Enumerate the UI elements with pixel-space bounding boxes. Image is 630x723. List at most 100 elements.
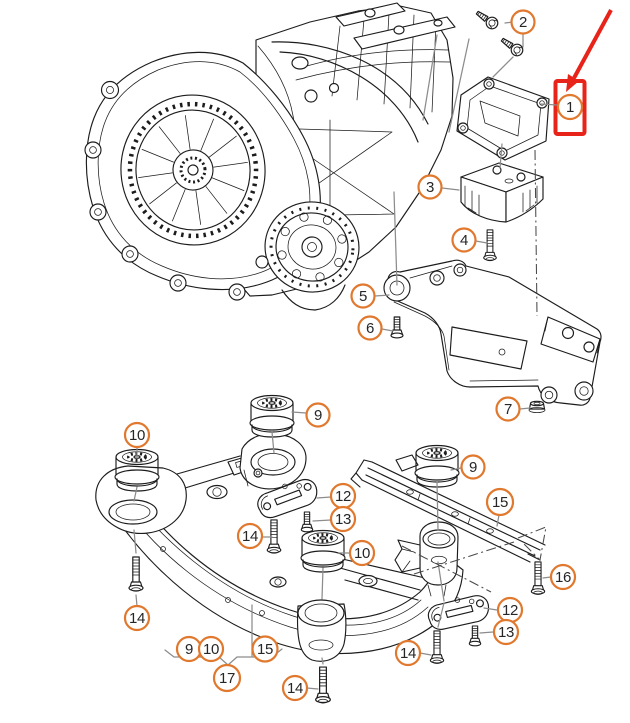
callout-number: 12 (502, 602, 518, 619)
callout-16[interactable]: 16 (549, 563, 577, 591)
callout-15[interactable]: 15 (251, 635, 279, 663)
screw-art-2b (498, 34, 526, 59)
center-lines (401, 149, 538, 593)
leader-line (441, 187, 460, 191)
callout-3[interactable]: 3 (417, 174, 443, 200)
callout-circle (451, 227, 477, 253)
bushing-art-9-left (248, 394, 296, 439)
callout-circle (305, 402, 331, 428)
callout-circle (495, 396, 521, 422)
support-bracket-art (456, 76, 550, 161)
callout-5[interactable]: 5 (350, 283, 376, 309)
callout-17[interactable]: 17 (212, 663, 242, 693)
callout-circle (123, 604, 151, 632)
callout-10[interactable]: 10 (197, 635, 225, 663)
alignment-lines (133, 34, 514, 665)
callout-number: 1 (566, 99, 574, 116)
callout-circle (236, 522, 264, 550)
callout-number: 10 (203, 641, 219, 658)
highlight-arrow-head (566, 74, 579, 92)
callout-number: 17 (219, 670, 235, 687)
leader-line (306, 687, 319, 690)
callout-number: 9 (314, 407, 322, 424)
callout-circle (123, 421, 151, 449)
callout-circle (549, 563, 577, 591)
leader-line (479, 631, 494, 634)
highlight-annotation (553, 9, 613, 136)
leader-line (496, 514, 500, 527)
callout-13[interactable]: 13 (492, 618, 520, 646)
callout-number: 6 (366, 320, 374, 337)
callout-circle (485, 487, 515, 517)
leader-line (483, 607, 498, 611)
callout-circle (460, 454, 486, 480)
callout-number: 4 (460, 232, 468, 249)
bolt-art-6 (390, 316, 404, 339)
callout-9[interactable]: 9 (305, 402, 331, 428)
callout-circle (251, 635, 279, 663)
callout-circle (348, 539, 376, 567)
callout-number: 14 (129, 610, 145, 627)
output-flange-art (264, 201, 360, 293)
callout-10[interactable]: 10 (348, 539, 376, 567)
bushing-art-10-center (299, 529, 347, 574)
callout-number: 3 (426, 179, 434, 196)
callout-14[interactable]: 14 (123, 604, 151, 632)
leader-line (291, 411, 307, 414)
clutch-art (120, 94, 266, 246)
callout-13[interactable]: 13 (329, 505, 357, 533)
callout-number: 2 (519, 14, 527, 31)
leader-line (519, 407, 531, 410)
callout-6[interactable]: 6 (357, 315, 383, 341)
callout-14[interactable]: 14 (281, 674, 309, 702)
callout-14[interactable]: 14 (236, 522, 264, 550)
nut-art-7 (528, 400, 546, 414)
callout-9[interactable]: 9 (460, 454, 486, 480)
callout-circle (394, 639, 422, 667)
callout-4[interactable]: 4 (451, 227, 477, 253)
callout-circle (556, 93, 584, 121)
callout-10[interactable]: 10 (123, 421, 151, 449)
callout-14[interactable]: 14 (394, 639, 422, 667)
leader-line (540, 103, 558, 106)
bolt-art-14-left (128, 556, 144, 592)
callout-circle (212, 663, 242, 693)
callout-2[interactable]: 2 (510, 9, 536, 35)
small-screw-art (253, 468, 263, 478)
callout-circle (357, 315, 383, 341)
crossmember-art (383, 259, 602, 406)
callout-number: 14 (242, 528, 258, 545)
cover-plate-art (350, 454, 547, 563)
callout-circle (510, 9, 536, 35)
leader-line (419, 652, 432, 656)
callout-number: 14 (400, 645, 416, 662)
leader-line (374, 294, 390, 297)
callout-number: 15 (257, 641, 273, 658)
highlight-arrow (572, 9, 613, 79)
bolt-art-4 (483, 229, 497, 262)
screw-art-13-left (300, 511, 314, 533)
callout-circle (417, 174, 443, 200)
callout-15[interactable]: 15 (485, 487, 515, 517)
screw-art-2a (473, 7, 501, 32)
callout-number: 13 (498, 624, 514, 641)
callout-1[interactable]: 1 (556, 93, 584, 121)
bolt-art-14-bottom (315, 666, 331, 704)
callout-9[interactable]: 9 (175, 635, 203, 663)
leader-line (316, 496, 332, 499)
callout-7[interactable]: 7 (495, 396, 521, 422)
leader-line (381, 328, 394, 332)
callout-number: 9 (185, 641, 193, 658)
callout-number: 10 (129, 427, 145, 444)
callout-number: 5 (359, 288, 367, 305)
callout-12[interactable]: 12 (496, 596, 524, 624)
callout-12[interactable]: 12 (329, 482, 357, 510)
leader-line (135, 594, 138, 607)
callout-number: 9 (469, 459, 477, 476)
leader-line (312, 519, 332, 522)
bushing-art-9-right (413, 444, 461, 489)
callout-number: 13 (335, 511, 351, 528)
